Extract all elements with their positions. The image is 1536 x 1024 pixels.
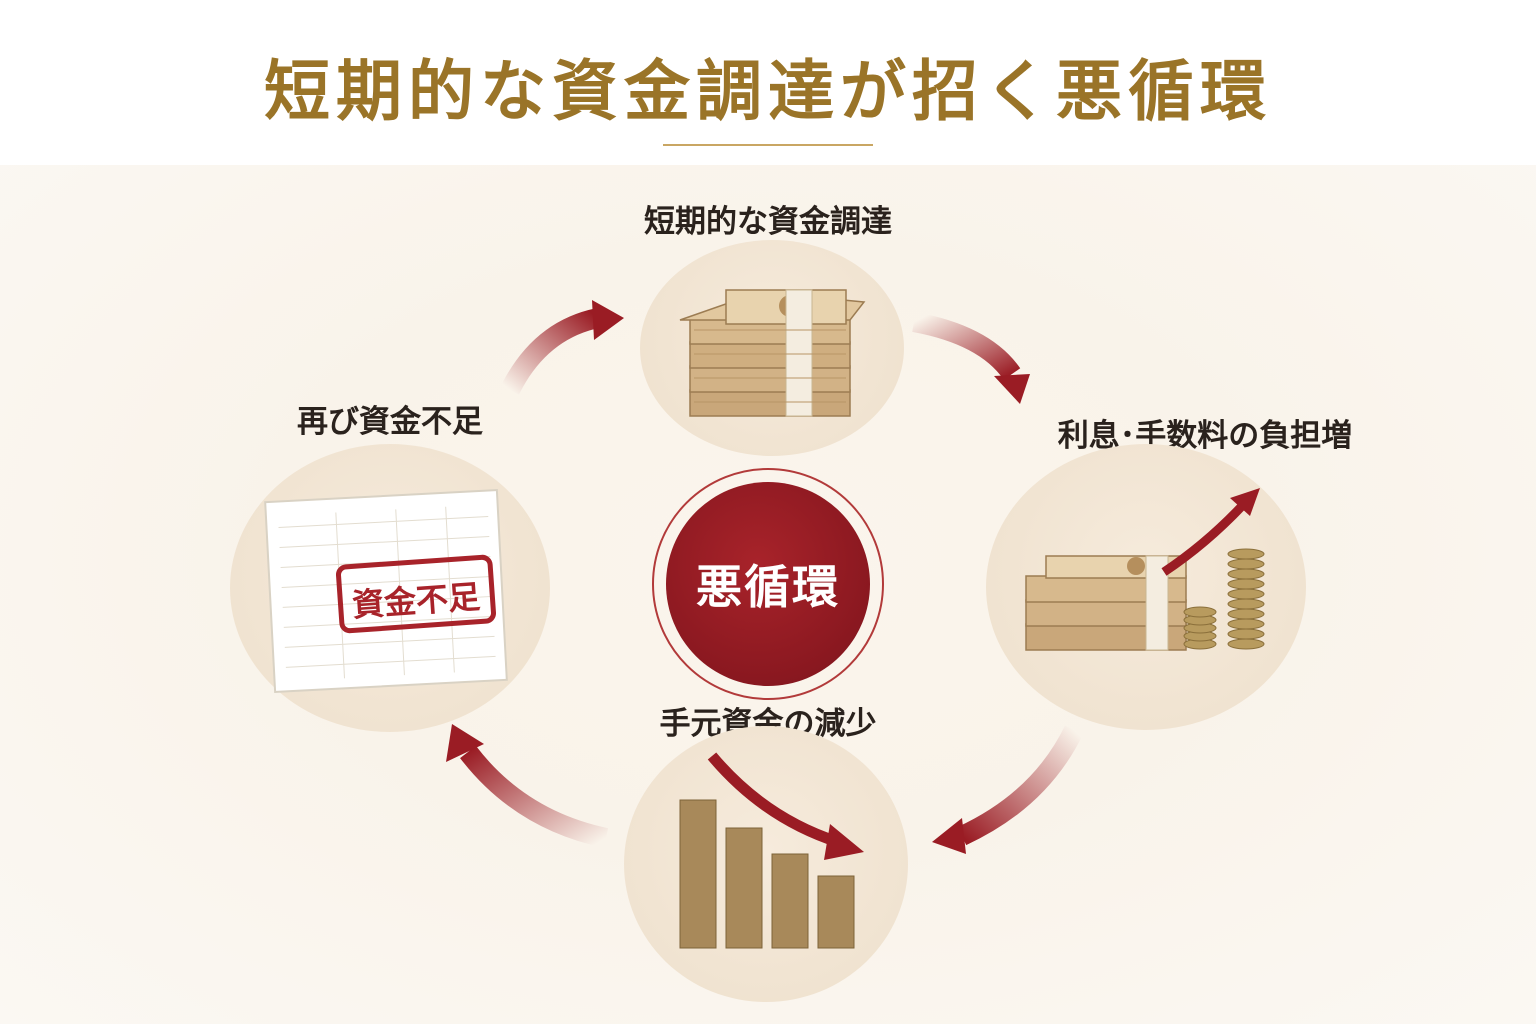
shortage-ledger-icon (264, 489, 508, 693)
header-band: 短期的な資金調達が招く悪循環 (0, 0, 1536, 165)
vicious-cycle-badge-inner: 悪循環 (666, 482, 870, 686)
arrow-right-to-bottom (932, 725, 1083, 854)
arrow-left-to-top (501, 300, 624, 395)
node-cash-decrease (624, 726, 908, 1002)
node-interest-burden (986, 444, 1306, 730)
step-label-shortage-again: 再び資金不足 (297, 404, 483, 440)
step-label-short-term-funding: 短期的な資金調達 (644, 204, 892, 240)
declining-bar-chart-icon (679, 752, 864, 949)
title-divider (663, 144, 873, 146)
page-title: 短期的な資金調達が招く悪循環 (264, 52, 1272, 130)
vicious-cycle-badge: 悪循環 (652, 468, 884, 700)
vicious-cycle-label: 悪循環 (696, 560, 840, 614)
cash-coins-rising-icon (1025, 488, 1265, 651)
arrow-top-to-right (912, 312, 1030, 404)
node-shortage-again: 資金不足 (230, 444, 550, 732)
node-short-term-funding (640, 240, 904, 456)
arrow-bottom-to-left (446, 724, 609, 848)
cash-bundle-icon (679, 289, 866, 417)
